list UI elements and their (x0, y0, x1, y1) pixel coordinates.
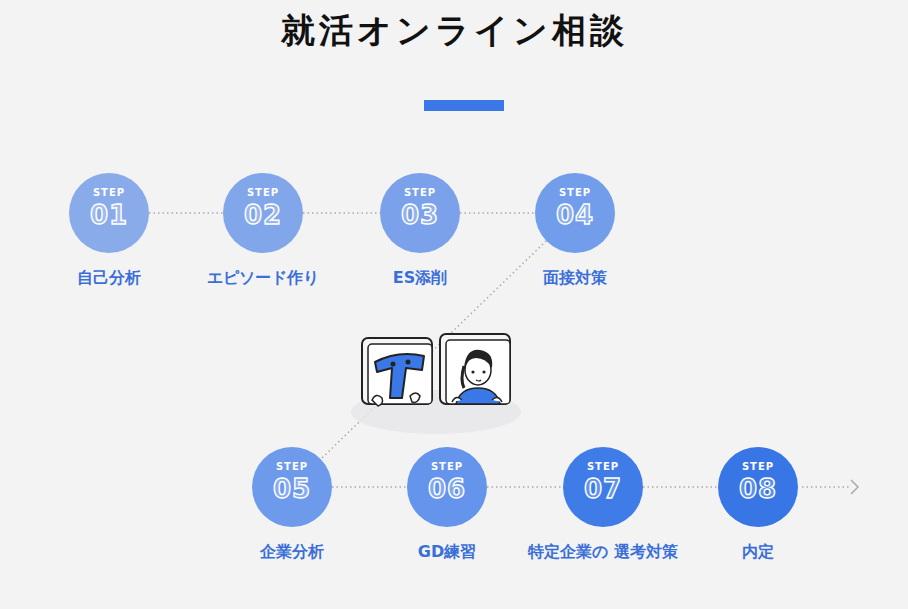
step-label: STEP (563, 461, 643, 472)
step-caption: ES添削 (393, 265, 447, 291)
step-number: 05 (252, 474, 332, 504)
step-label: STEP (223, 187, 303, 198)
dotted-connector (460, 212, 535, 214)
step-label: STEP (252, 461, 332, 472)
dotted-connector (332, 486, 407, 488)
step-number: 03 (380, 200, 460, 230)
dotted-connector (643, 486, 718, 488)
step-circle: STEP03ES添削 (380, 173, 460, 253)
step-number: 04 (535, 200, 615, 230)
step-circle: STEP02エピソード作り (223, 173, 303, 253)
step-caption: 企業分析 (260, 539, 324, 565)
step-number: 02 (223, 200, 303, 230)
dotted-connector (303, 212, 380, 214)
title-bar (424, 100, 504, 111)
step-label: STEP (407, 461, 487, 472)
page-title: 就活オンライン相談 (0, 8, 908, 54)
step-caption: エピソード作り (207, 265, 319, 291)
step-number: 06 (407, 474, 487, 504)
step-number: 01 (69, 200, 149, 230)
step-circle: STEP08内定 (718, 447, 798, 527)
step-circle: STEP06GD練習 (407, 447, 487, 527)
step-label: STEP (380, 187, 460, 198)
step-caption: 内定 (742, 539, 774, 565)
step-caption: GD練習 (418, 539, 476, 565)
step-circle: STEP05企業分析 (252, 447, 332, 527)
step-number: 07 (563, 474, 643, 504)
continue-chevron (851, 480, 858, 494)
step-number: 08 (718, 474, 798, 504)
step-label: STEP (535, 187, 615, 198)
chat-illustration (351, 334, 521, 434)
dotted-connector (149, 212, 223, 214)
continue-line (802, 486, 850, 488)
step-caption: 面接対策 (543, 265, 607, 291)
step-label: STEP (718, 461, 798, 472)
dotted-connector (321, 241, 547, 459)
step-circle: STEP04面接対策 (535, 173, 615, 253)
step-caption: 自己分析 (77, 265, 141, 291)
step-circle: STEP07特定企業の 選考対策 (563, 447, 643, 527)
step-label: STEP (69, 187, 149, 198)
step-circle: STEP01自己分析 (69, 173, 149, 253)
step-caption: 特定企業の 選考対策 (528, 539, 678, 565)
dotted-connector (487, 486, 563, 488)
